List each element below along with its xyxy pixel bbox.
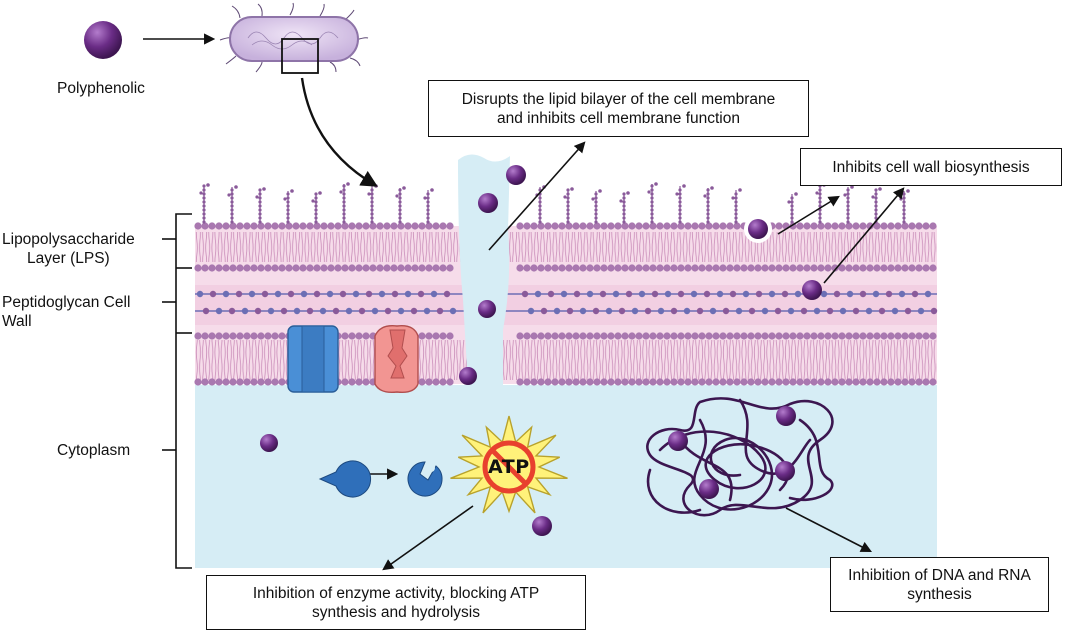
- enzyme-callout-line2: synthesis and hydrolysis: [312, 603, 480, 621]
- dna-callout: Inhibition of DNA and RNA synthesis: [830, 557, 1049, 612]
- lps-layer: [194, 182, 937, 272]
- polyphenol-molecule-icon: [478, 193, 498, 213]
- lps-label-line2: Layer (LPS): [27, 250, 110, 267]
- membrane-disruption-gap: [458, 154, 510, 385]
- lps-label: Lipopolysaccharide Layer (LPS): [2, 230, 135, 268]
- dna-callout-line2: synthesis: [907, 585, 972, 603]
- polyphenol-molecule-icon: [459, 367, 477, 385]
- polyphenol-molecule-icon: [776, 406, 796, 426]
- dna-tangle-icon: [646, 397, 834, 517]
- cytoplasm-region: [195, 385, 937, 568]
- arrow-enzyme: [382, 505, 474, 571]
- prohibition-icon: [482, 440, 536, 494]
- pg-label-line2: Wall: [2, 313, 32, 330]
- cytoplasm-label: Cytoplasm: [57, 442, 131, 459]
- lps-label-line1: Lipopolysaccharide: [2, 231, 135, 248]
- polyphenol-molecule-icon: [668, 431, 688, 451]
- dna-callout-line1: Inhibition of DNA and RNA: [848, 566, 1031, 584]
- membrane-callout-line2: and inhibits cell membrane function: [497, 109, 740, 127]
- enzyme-callout: Inhibition of enzyme activity, blocking …: [206, 575, 586, 630]
- arrow-cellwall-1: [777, 195, 840, 235]
- polyphenol-molecule-icon: [532, 516, 552, 536]
- bacterium-icon: [219, 2, 369, 74]
- pg-label-line1: Peptidoglycan Cell: [2, 294, 131, 311]
- polyphenol-molecule-icon: [802, 280, 822, 300]
- polyphenolic-label: Polyphenolic: [57, 80, 145, 97]
- zoom-box: [281, 38, 319, 74]
- membrane-callout: Disrupts the lipid bilayer of the cell m…: [428, 80, 809, 137]
- arrow-zoom: [300, 77, 378, 187]
- cell-wall-callout: Inhibits cell wall biosynthesis: [800, 148, 1062, 186]
- polyphenol-molecule-icon: [84, 21, 122, 59]
- ion-channel-icon: [287, 325, 339, 393]
- peptidoglycan-label: Peptidoglycan Cell Wall: [2, 293, 130, 331]
- layer-brackets: [162, 213, 192, 569]
- polyphenol-molecule-icon: [478, 300, 496, 318]
- enzyme-icon: [318, 460, 372, 498]
- membrane-callout-line1: Disrupts the lipid bilayer of the cell m…: [461, 90, 776, 108]
- polyphenol-molecule-icon: [260, 434, 278, 452]
- arrow-dna: [785, 507, 872, 553]
- polyphenol-molecule-icon: [699, 479, 719, 499]
- enzyme-callout-line1: Inhibition of enzyme activity, blocking …: [252, 584, 540, 602]
- polyphenol-molecule-icon: [506, 165, 526, 185]
- polyphenol-molecule-icon: [748, 219, 768, 239]
- atp-label: ATP: [488, 456, 530, 478]
- transporter-icon: [374, 325, 419, 394]
- arrow-cellwall-2: [823, 187, 905, 284]
- polyphenol-molecule-icon: [775, 461, 795, 481]
- peptidoglycan-layer: [195, 285, 938, 325]
- arrow-membrane: [488, 141, 586, 251]
